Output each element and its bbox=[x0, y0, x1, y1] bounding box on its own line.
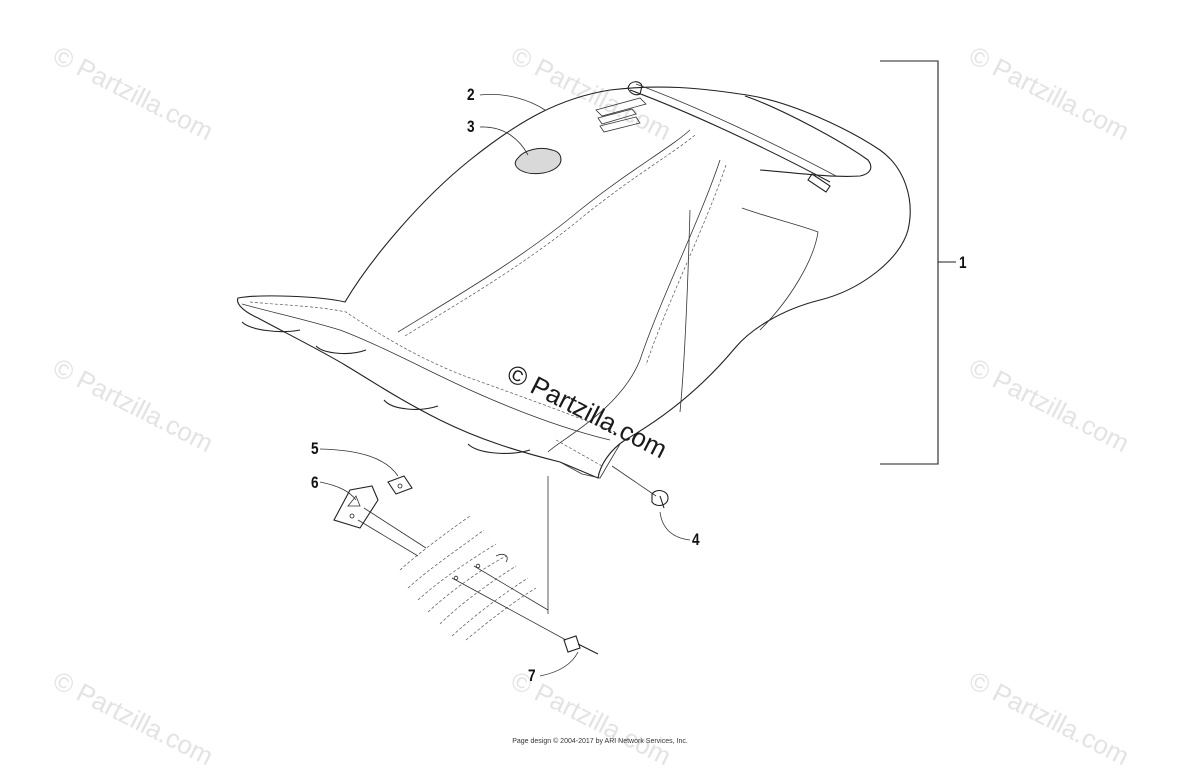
callout-5[interactable]: 5 bbox=[310, 439, 319, 458]
parts-illustration bbox=[236, 60, 956, 677]
callout-4[interactable]: 4 bbox=[691, 530, 700, 549]
leader-lines bbox=[319, 93, 691, 677]
callout-6[interactable]: 6 bbox=[310, 473, 319, 492]
decal-patch bbox=[514, 147, 562, 175]
rivet-pin bbox=[563, 635, 599, 655]
assembly-bracket bbox=[880, 60, 956, 465]
speed-clip bbox=[387, 475, 413, 495]
frame-section bbox=[399, 515, 567, 641]
seat-logo bbox=[595, 97, 647, 133]
callout-7[interactable]: 7 bbox=[527, 666, 536, 685]
callout-2[interactable]: 2 bbox=[466, 85, 475, 104]
push-rivet bbox=[611, 465, 669, 509]
callout-3[interactable]: 3 bbox=[466, 117, 475, 136]
seat-assembly bbox=[236, 81, 911, 479]
page-footer: Page design © 2004-2017 by ARI Network S… bbox=[512, 738, 688, 745]
callout-1[interactable]: 1 bbox=[958, 253, 967, 272]
mounting-plate bbox=[333, 485, 427, 557]
diagram-canvas: © Partzilla.com © Partzilla.com © Partzi… bbox=[48, 40, 1134, 771]
